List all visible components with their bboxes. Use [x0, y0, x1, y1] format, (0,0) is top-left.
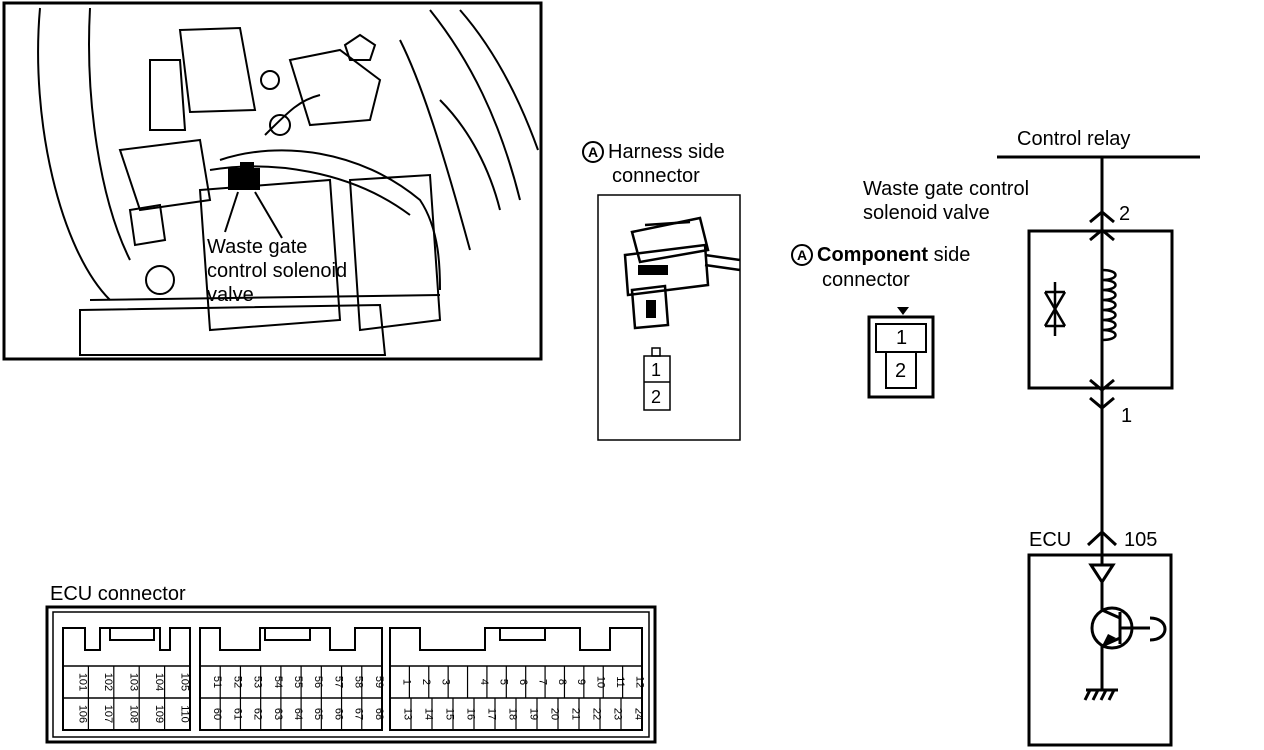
ecu-pin-8: 8: [556, 679, 568, 685]
ecu-pin-106: 106: [77, 705, 89, 723]
ecu-pin-7: 7: [536, 679, 548, 685]
ecu-pin-18: 18: [507, 708, 519, 720]
ecu-pin-52: 52: [231, 676, 243, 688]
ecu-pin-17: 17: [486, 708, 498, 720]
ecu-pin-6: 6: [517, 679, 529, 685]
ecu-pin-107: 107: [102, 705, 114, 723]
component-connector-subtitle: connector: [822, 269, 910, 291]
ecu-pin-12: 12: [633, 676, 645, 688]
marker-a-icon: A: [791, 244, 813, 266]
marker-a-icon: A: [582, 141, 604, 163]
ecu-pin-1: 1: [401, 679, 413, 685]
ecu-pin-56: 56: [312, 676, 324, 688]
pin-2-label: 2: [1119, 203, 1131, 225]
ecu-pin-13: 13: [402, 708, 414, 720]
ecu-pin-55: 55: [292, 676, 304, 688]
ecu-pin-10: 10: [595, 676, 607, 688]
ecu-pin-60: 60: [211, 708, 223, 720]
ecu-pin-57: 57: [332, 676, 344, 688]
ecu-pin-24: 24: [633, 708, 645, 720]
ecu-pin-51: 51: [211, 676, 223, 688]
ecu-pin-11: 11: [614, 676, 626, 687]
pin-1-label: 1: [1121, 405, 1133, 427]
ecu-pin-104: 104: [153, 673, 165, 691]
harness-connector-subtitle: connector: [612, 165, 700, 187]
ecu-pin-58: 58: [353, 676, 365, 688]
ecu-pin-65: 65: [312, 708, 324, 720]
callout-line-2: control solenoid: [207, 260, 348, 282]
ecu-pin-23: 23: [612, 708, 624, 720]
ecu-pin-63: 63: [272, 708, 284, 720]
ecu-pin-9: 9: [575, 679, 587, 685]
ecu-pin-108: 108: [128, 705, 140, 723]
ecu-pin-14: 14: [423, 708, 435, 720]
ecu-pin-102: 102: [102, 673, 114, 691]
ecu-pin-53: 53: [252, 676, 264, 688]
ecu-pin-66: 66: [332, 708, 344, 720]
ecu-pin-54: 54: [272, 676, 284, 688]
ecu-pin-15: 15: [444, 708, 456, 720]
ecu-pin-20: 20: [549, 708, 561, 720]
component-pin-1: 1: [896, 327, 908, 349]
ecu-label: ECU: [1029, 529, 1072, 551]
ecu-pin-16: 16: [465, 708, 477, 720]
ecu-pin-67: 67: [353, 708, 365, 720]
component-pin-2: 2: [895, 360, 907, 382]
ecu-pin-62: 62: [252, 708, 264, 720]
ecu-pin-61: 61: [231, 708, 243, 720]
ecu-pin-3: 3: [439, 679, 451, 685]
callout-line-3: valve: [207, 284, 254, 306]
ecu-pin-101: 101: [77, 673, 89, 691]
callout-line-1: Waste gate: [207, 236, 308, 258]
control-relay-label: Control relay: [1017, 128, 1131, 150]
ecu-pin-2: 2: [420, 679, 432, 685]
harness-pin-1: 1: [651, 360, 662, 380]
ecu-pin-label: 105: [1124, 529, 1158, 551]
ecu-pin-110: 110: [178, 705, 190, 723]
ecu-pin-5: 5: [498, 679, 510, 685]
ecu-connector-title: ECU connector: [50, 583, 186, 605]
ecu-pin-105: 105: [178, 673, 190, 691]
ecu-pin-64: 64: [292, 708, 304, 720]
ecu-pin-22: 22: [591, 708, 603, 720]
ecu-pin-4: 4: [478, 679, 490, 685]
valve-label-line-1: Waste gate control: [863, 178, 1030, 200]
ecu-pin-21: 21: [570, 708, 582, 720]
ecu-pin-59: 59: [373, 676, 385, 688]
harness-pin-2: 2: [651, 387, 662, 407]
ecu-pin-103: 103: [128, 673, 140, 691]
ecu-pin-109: 109: [153, 705, 165, 723]
valve-label-line-2: solenoid valve: [863, 202, 990, 224]
ecu-pin-19: 19: [528, 708, 540, 720]
ecu-pin-68: 68: [373, 708, 385, 720]
